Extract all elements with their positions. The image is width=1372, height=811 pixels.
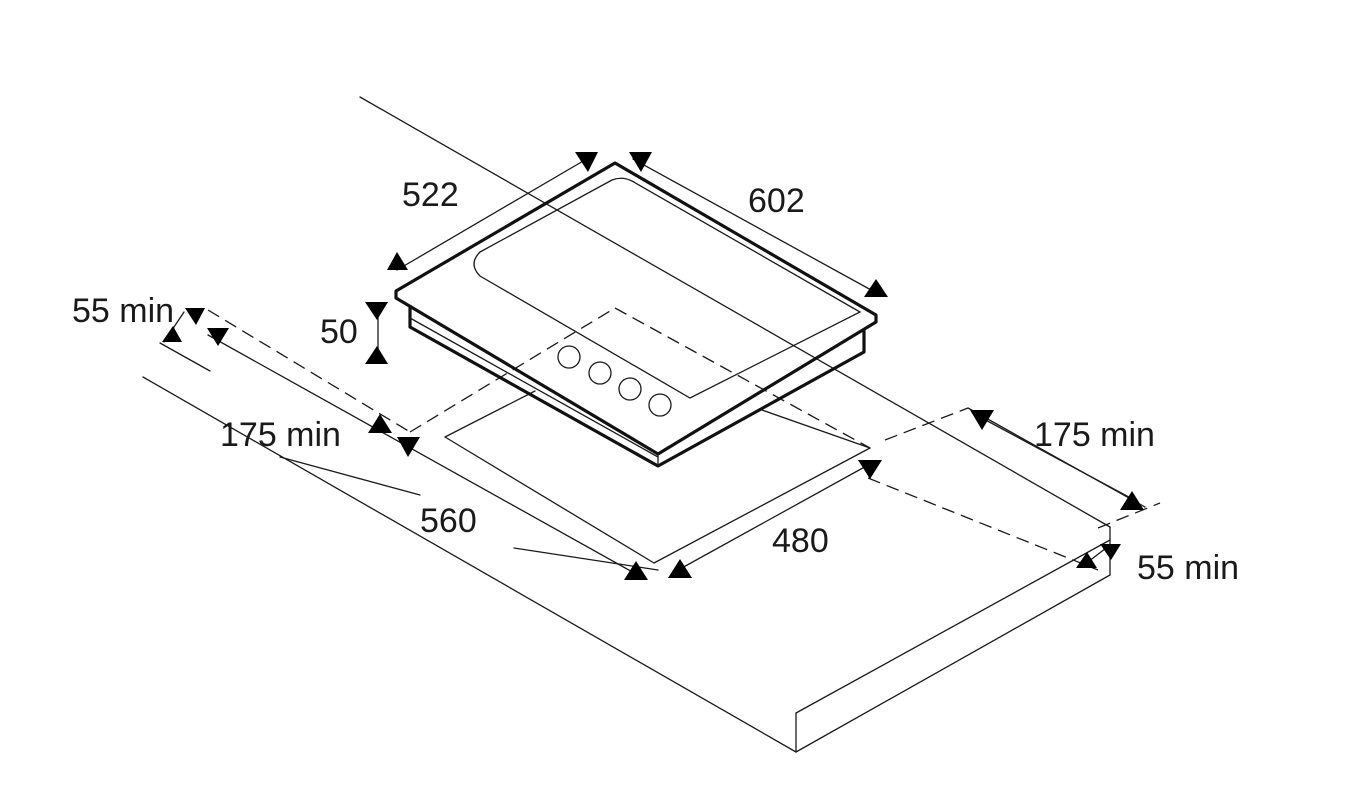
cutout-outline [409,307,871,564]
hob-width-label: 602 [748,182,805,220]
cutout-depth-label: 480 [772,522,829,560]
arrowhead [207,328,229,346]
hob-top-plate [394,161,878,456]
cutout-width-label: 560 [420,502,477,540]
countertop [142,96,1111,753]
arrowhead [1076,552,1097,568]
control-knob [588,361,612,385]
arrowhead [162,326,182,342]
control-knobs [557,345,672,417]
arrowhead [858,460,882,479]
arrowhead [397,437,420,457]
arrowheads [162,152,1144,580]
control-knob [648,393,672,417]
hob-height-label: 50 [320,313,358,351]
control-knob [557,345,581,369]
rear-clearance-label: 55 min [72,292,174,330]
arrowhead [365,346,388,364]
arrowhead [864,279,888,297]
left-clearance-label: 175 min [220,416,341,454]
arrowhead [668,559,692,578]
control-knob [618,377,642,401]
arrowhead [629,152,652,172]
dimension-lines [163,156,1139,575]
arrowhead [1100,544,1121,560]
arrowhead [624,561,648,580]
arrowhead [1120,491,1144,510]
front-clearance-label: 55 min [1137,549,1239,587]
hob-depth-label: 522 [402,176,459,214]
arrowhead [970,410,994,430]
arrowhead [365,302,388,320]
hob-inner-panel [473,177,862,399]
arrowhead [575,152,598,172]
arrowhead [368,414,392,433]
arrowhead [185,308,205,325]
hob [394,161,878,468]
arrowhead [387,252,408,270]
right-clearance-label: 175 min [1034,416,1155,454]
